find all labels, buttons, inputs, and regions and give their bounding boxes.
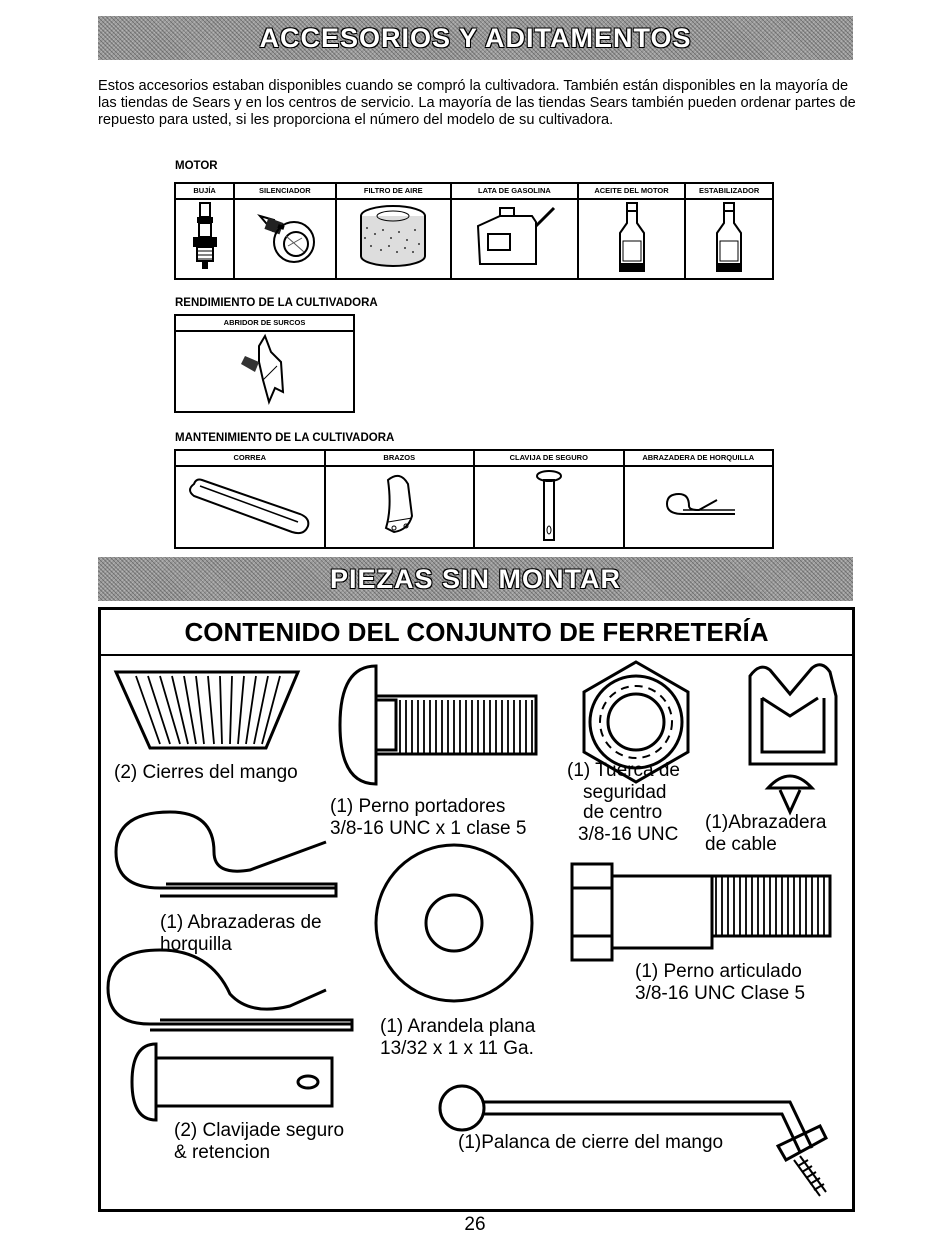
lock-nut-icon [582, 660, 690, 784]
handle-clamp-icon [113, 670, 301, 750]
hardware-pack-title: CONTENIDO DEL CONJUNTO DE FERRETERÍA [101, 610, 852, 656]
flat-washer-icon [374, 843, 534, 1003]
maintenance-item-tines: BRAZOS [323, 449, 475, 467]
air-filter-icon [334, 198, 453, 280]
motor-item-muffler: SILENCIADOR [233, 182, 337, 200]
hairpin-clip-icon [622, 465, 774, 549]
caption-clevis-pin-2: & retencion [174, 1142, 271, 1163]
caption-carriage-bolt-spec: 3/8-16 UNC x 1 clase 5 [330, 818, 527, 839]
performance-label: RENDIMIENTO DE LA CULTIVADORA [175, 297, 378, 309]
caption-nut-spec: 3/8-16 UNC [578, 824, 679, 845]
motor-label: MOTOR [175, 160, 218, 172]
tine-icon [323, 465, 475, 549]
clevis-pin-icon [473, 465, 625, 549]
motor-item-stabilizer: ESTABILIZADOR [684, 182, 774, 200]
hardware-pack-box: CONTENIDO DEL CONJUNTO DE FERRETERÍA [98, 607, 855, 1212]
motor-item-gas-can: LATA DE GASOLINA [450, 182, 579, 200]
accessories-banner: ACCESORIOS Y ADITAMENTOS [98, 16, 853, 60]
clevis-pin-2-icon [130, 1042, 334, 1122]
caption-hairpin-clips-2: horquilla [160, 934, 232, 955]
hairpin-clip-2-icon [106, 948, 354, 1032]
carriage-bolt-icon [338, 664, 538, 786]
motor-table: BUJÍA SILENCIADOR FILTRO DE AIRE LATA DE… [173, 182, 774, 280]
furrower-icon [174, 330, 355, 413]
caption-carriage-bolt: (1) Perno portadores [330, 796, 506, 817]
caption-washer: (1) Arandela plana [380, 1016, 536, 1037]
belt-icon [174, 465, 326, 549]
motor-item-air-filter: FILTRO DE AIRE [334, 182, 453, 200]
maintenance-item-clevis-pin: CLAVIJA DE SEGURO [473, 449, 625, 467]
caption-handle-clamps: (2) Cierres del mango [114, 762, 298, 783]
caption-nut-3: de centro [583, 802, 663, 823]
motor-item-engine-oil: ACEITE DEL MOTOR [576, 182, 687, 200]
spark-plug-icon [173, 198, 236, 280]
caption-nut: (1) Tuerca de [567, 760, 680, 781]
intro-paragraph: Estos accesorios estaban disponibles cua… [98, 78, 856, 128]
maintenance-item-belt: CORREA [174, 449, 326, 467]
caption-clevis-pin: (2) Clavijade seguro [174, 1120, 345, 1141]
maintenance-table: CORREA BRAZOS CLAVIJA DE SEGURO ABRAZADE… [174, 449, 774, 549]
performance-item-furrower: ABRIDOR DE SURCOS [174, 314, 355, 332]
caption-pivot-bolt: (1) Perno articulado [635, 961, 802, 982]
handle-lever-icon [438, 1084, 828, 1197]
hairpin-clip-icon [114, 810, 338, 898]
muffler-icon [233, 198, 337, 280]
accessories-banner-title: ACCESORIOS Y ADITAMENTOS [259, 22, 692, 53]
motor-item-spark-plug: BUJÍA [173, 182, 236, 200]
page-number: 26 [464, 1214, 486, 1235]
pivot-bolt-icon [570, 862, 832, 962]
performance-table: ABRIDOR DE SURCOS [174, 314, 355, 413]
parts-banner-title: PIEZAS SIN MONTAR [329, 563, 621, 594]
maintenance-label: MANTENIMIENTO DE LA CULTIVADORA [175, 432, 395, 444]
oil-bottle-icon [576, 198, 687, 280]
caption-cable-tie-2: de cable [705, 834, 777, 855]
caption-nut-2: seguridad [583, 782, 667, 803]
caption-cable-tie: (1)Abrazadera [705, 812, 827, 833]
cable-tie-icon [748, 663, 838, 816]
caption-lever: (1)Palanca de cierre del mango [458, 1132, 724, 1153]
gas-can-icon [450, 198, 579, 280]
caption-washer-spec: 13/32 x 1 x 11 Ga. [380, 1038, 534, 1059]
parts-banner: PIEZAS SIN MONTAR [98, 557, 853, 601]
maintenance-item-hairpin-clip: ABRAZADERA DE HORQUILLA [622, 449, 774, 467]
caption-pivot-bolt-spec: 3/8-16 UNC Clase 5 [635, 983, 806, 1004]
caption-hairpin-clips: (1) Abrazaderas de [160, 912, 322, 933]
stabilizer-bottle-icon [684, 198, 774, 280]
